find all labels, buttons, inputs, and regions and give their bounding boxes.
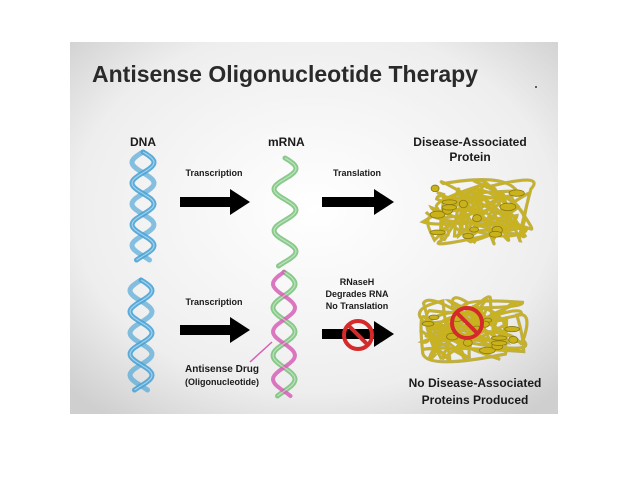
rnaseh-label-line3: No Translation [326,301,389,311]
mrna-helix-icon-bottom [270,269,298,399]
bottom-transcription-label: Transcription [185,297,242,307]
prohibited-icon-protein [450,306,484,340]
stray-dot [535,86,537,88]
prohibited-icon-arrow [342,319,374,351]
mrna-header: mRNA [268,135,305,149]
protein-header-line2: Protein [449,150,490,164]
right-arrow-icon-bottom-1 [180,317,250,343]
protein-structure-icon-top [419,178,536,246]
top-transcription-label: Transcription [185,168,242,178]
top-translation-label: Translation [333,168,381,178]
protein-header-line1: Disease-Associated [413,135,526,149]
antisense-drug-label-line1: Antisense Drug [185,364,259,375]
rnaseh-label-line1: RNaseH [340,277,375,287]
right-arrow-icon-top-2 [322,189,394,215]
result-label-line1: No Disease-Associated [409,376,542,390]
rnaseh-label-line2: Degrades RNA [325,289,389,299]
right-arrow-icon-bottom-2 [322,321,394,347]
antisense-pointer-line [249,341,273,363]
mrna-helix-icon-top [271,155,299,269]
dna-helix-icon-bottom [127,277,155,393]
result-label-line2: Proteins Produced [422,393,529,407]
antisense-drug-label-line2: (Oligonucleotide) [185,377,259,387]
dna-header: DNA [130,135,156,149]
right-arrow-icon-top-1 [180,189,250,215]
dna-helix-icon-top [129,149,157,263]
slide-title: Antisense Oligonucleotide Therapy [92,61,478,87]
